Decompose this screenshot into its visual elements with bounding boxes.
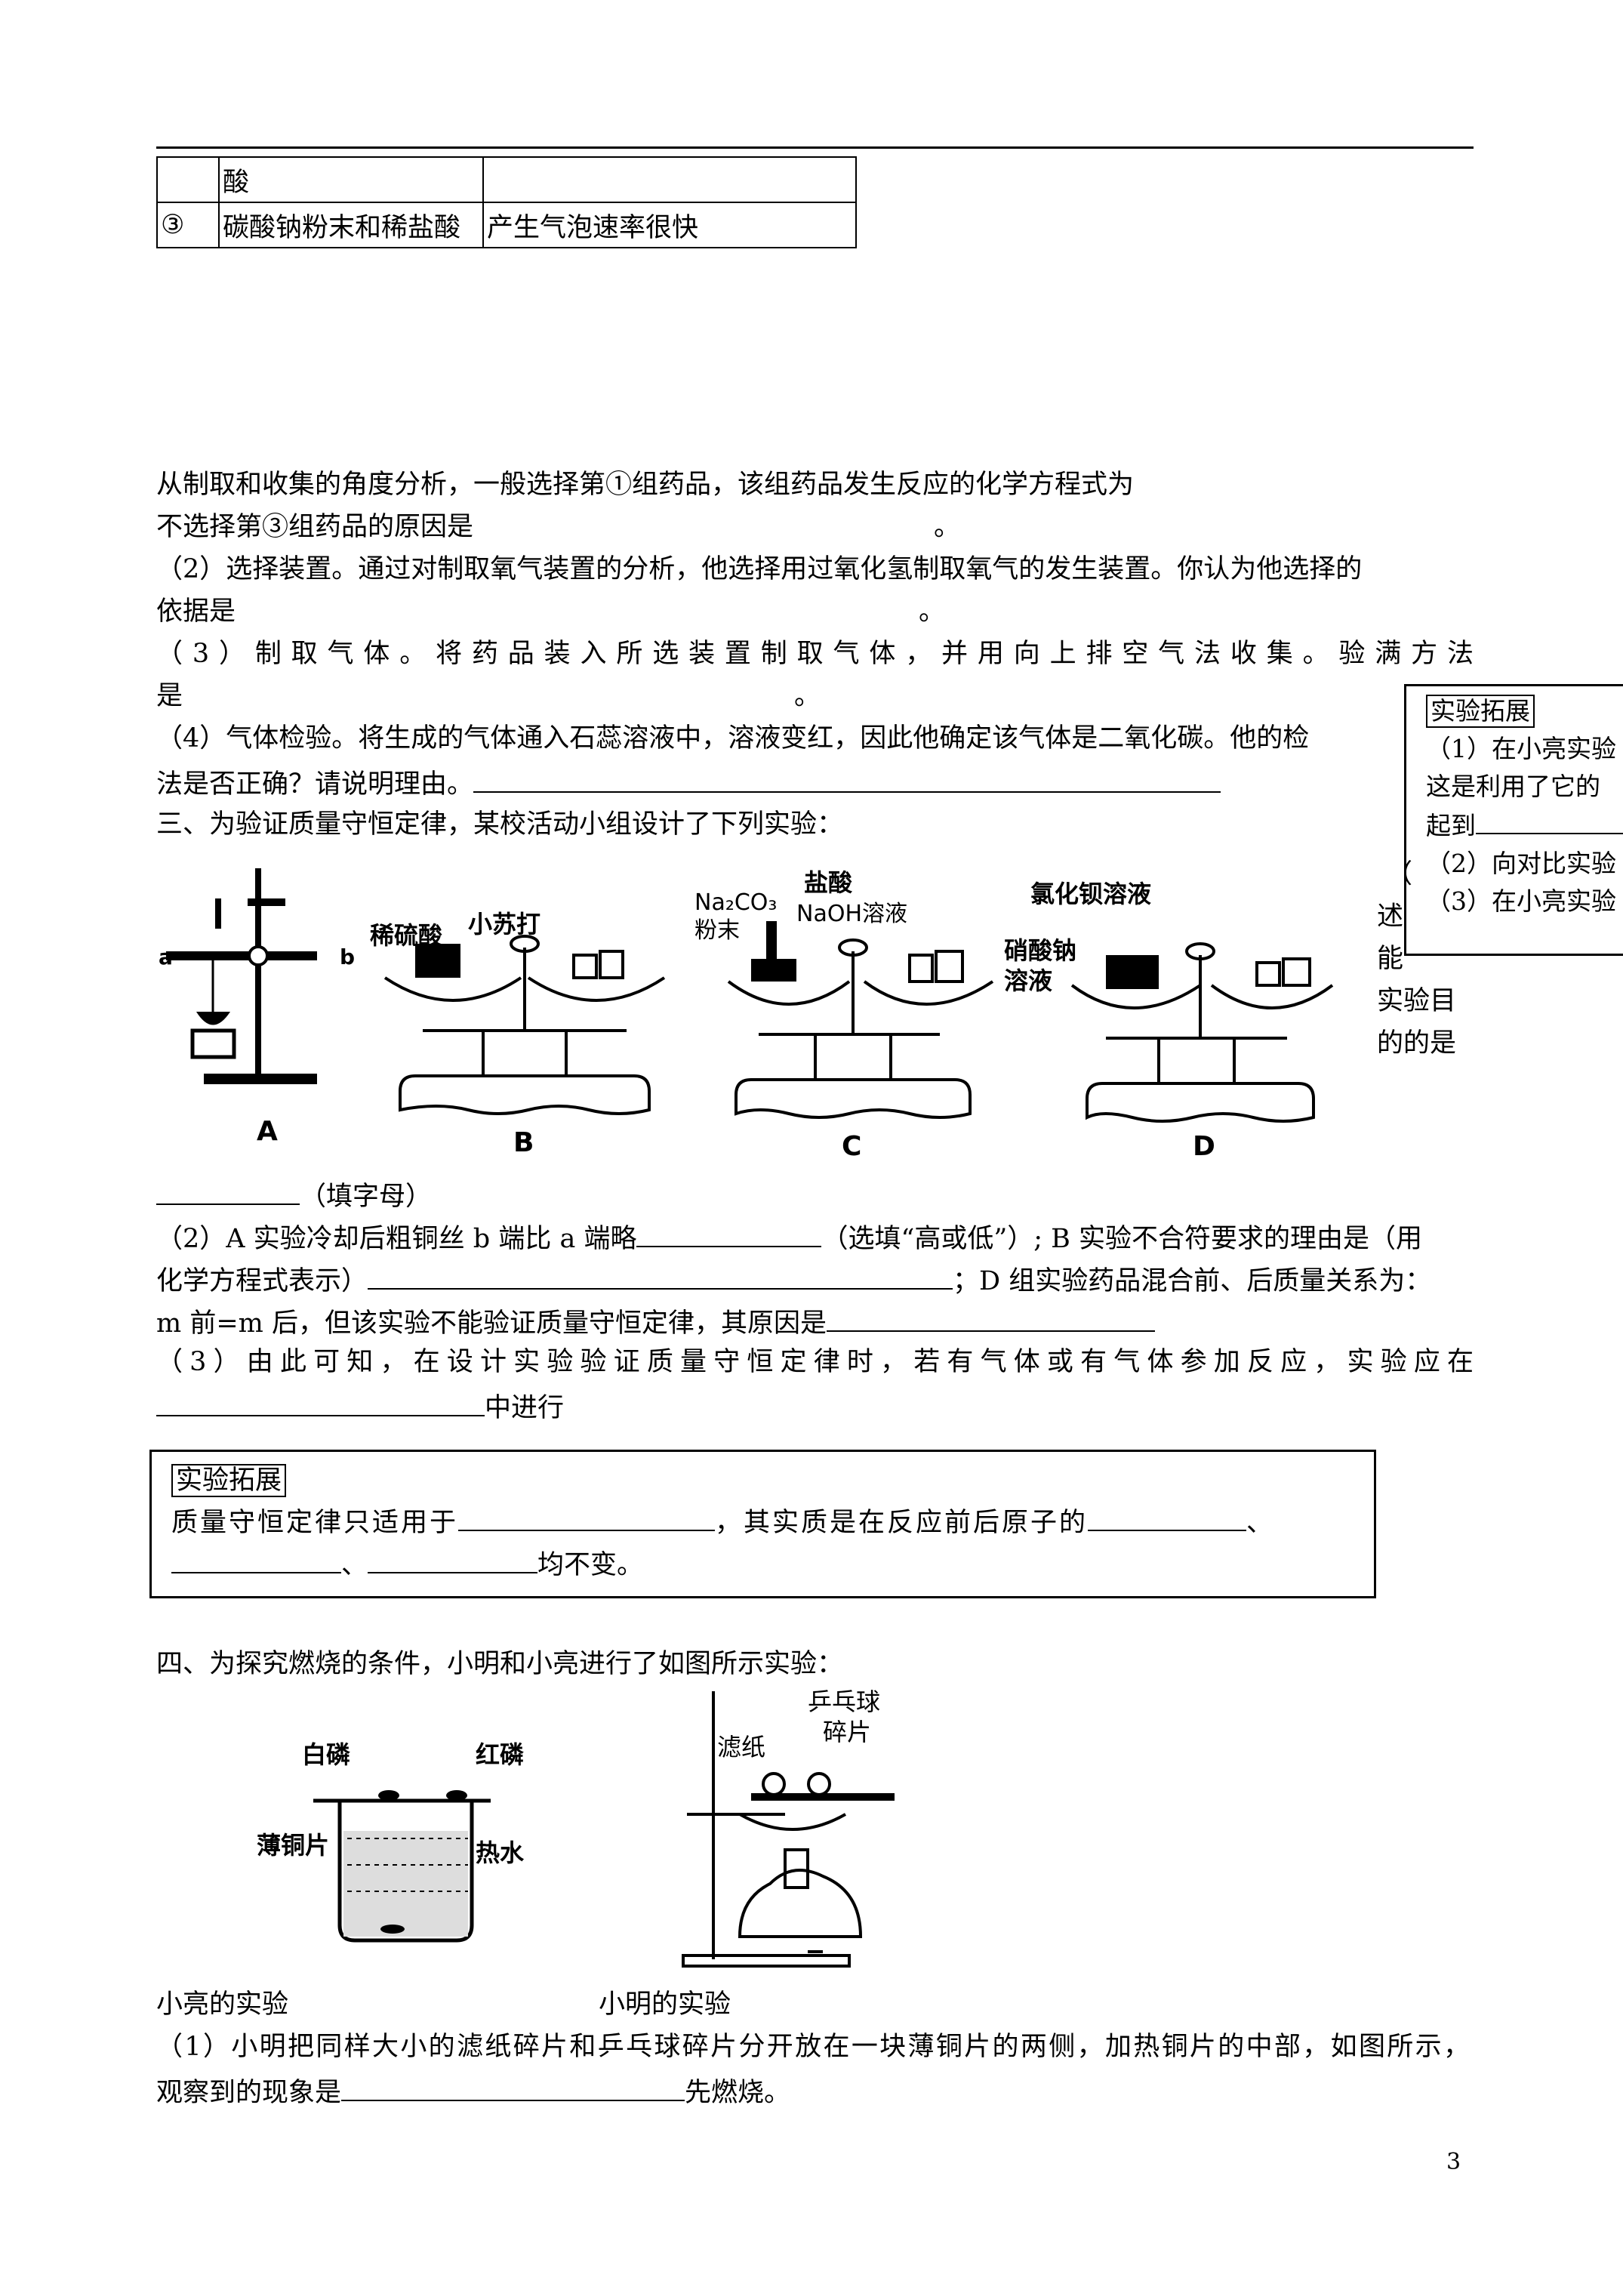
- fig-label: 小苏打: [468, 910, 540, 938]
- caption: 小明的实验: [599, 1989, 731, 2020]
- fig-label: 乒乓球: [808, 1687, 880, 1716]
- answer-blank[interactable]: [368, 1261, 953, 1290]
- figure-c: Na₂CO₃ 粉末 盐酸 NaOH溶液 C: [694, 868, 994, 1162]
- answer-blank[interactable]: [1088, 1502, 1247, 1531]
- table-cell: ③: [156, 202, 220, 248]
- text-line: 不选择第③组药品的原因是。: [156, 512, 961, 542]
- box-title: 实验拓展: [1426, 695, 1535, 728]
- box-line: 起到: [1426, 811, 1476, 840]
- figure-beaker: 白磷 红磷 薄铜片 热水: [257, 1740, 525, 1943]
- label-a: a: [159, 945, 173, 969]
- answer-blank[interactable]: [341, 2073, 685, 2101]
- figure-stand: 滤纸 乒乓球 碎片: [682, 1687, 895, 1968]
- side-expand-box: 实验拓展 （1）在小亮实验 这是利用了它的 起到 （2）向对比实验 （3）在小亮…: [1404, 684, 1623, 956]
- fig-label: 盐酸: [804, 868, 853, 897]
- box-line: （1）在小亮实验: [1426, 734, 1616, 763]
- header-rule: [156, 146, 1474, 149]
- page-number: 3: [1446, 2149, 1461, 2175]
- fig-label: 溶液: [1004, 966, 1052, 995]
- side-text: （ 述 能 实验目 的的是: [1377, 859, 1457, 1059]
- text-line: （3）制取气体。将药品装入所选装置制取气体，并用向上排空气法收集。验满方法: [156, 639, 1474, 669]
- fig-label: 红磷: [476, 1740, 524, 1769]
- section-title: 四、为探究燃烧的条件，小明和小亮进行了如图所示实验：: [156, 1649, 844, 1679]
- text-line: （填字母）: [156, 1176, 432, 1213]
- fig-label: 热水: [476, 1838, 525, 1867]
- expand-box: 实验拓展 质量守恒定律只适用于，其实质是在反应前后原子的、 、均不变。: [149, 1450, 1376, 1598]
- figure-a: a b A: [159, 868, 355, 1147]
- figure-label: C: [842, 1131, 861, 1162]
- text-line: 法是否正确？请说明理由。: [156, 764, 1221, 801]
- text-line: （2）A 实验冷却后粗铜丝 b 端比 a 端略（选填“高或低”）; B 实验不合…: [156, 1219, 1422, 1256]
- fig-label: 硝酸钠: [1004, 936, 1076, 965]
- text-line: （3）由此可知，在设计实验验证质量守恒定律时，若有气体或有气体参加反应，实验应在: [156, 1347, 1474, 1377]
- reagent-table: 酸 ③ 碳酸钠粉末和稀盐酸 产生气泡速率很快: [156, 156, 857, 248]
- answer-blank[interactable]: [826, 1303, 1155, 1332]
- answer-blank[interactable]: [1476, 806, 1623, 834]
- fig-label: 薄铜片: [257, 1831, 329, 1860]
- fig-label: 氯化钡溶液: [1030, 880, 1151, 908]
- answer-blank[interactable]: [458, 1502, 716, 1531]
- text-line: 从制取和收集的角度分析，一般选择第①组药品，该组药品发生反应的化学方程式为: [156, 470, 1135, 500]
- figure-label: B: [513, 1127, 534, 1158]
- box-line: （2）向对比实验: [1426, 849, 1616, 878]
- label-b: b: [340, 945, 355, 969]
- fig-label: 白磷: [302, 1740, 350, 1769]
- caption: 小亮的实验: [156, 1989, 289, 2020]
- table-cell: [482, 156, 857, 203]
- figure-d: 氯化钡溶液 硝酸钠 溶液 D: [1004, 880, 1334, 1162]
- answer-blank[interactable]: [156, 1176, 300, 1205]
- table-row: 酸: [156, 156, 857, 203]
- text-line: （1）小明把同样大小的滤纸碎片和乒乓球碎片分开放在一块薄铜片的两侧，加热铜片的中…: [156, 2032, 1470, 2062]
- fig-label: 粉末: [694, 917, 740, 944]
- text-line: 观察到的现象是先燃烧。: [156, 2073, 790, 2110]
- fig-label: Na₂CO₃: [694, 889, 777, 916]
- fig-label: 滤纸: [717, 1733, 765, 1761]
- figure-b: 稀硫酸 小苏打 B: [370, 910, 666, 1158]
- answer-blank[interactable]: [171, 1545, 341, 1573]
- table-row: ③ 碳酸钠粉末和稀盐酸 产生气泡速率很快: [156, 202, 857, 248]
- text-line: （4）气体检验。将生成的气体通入石蕊溶液中，溶液变红，因此他确定该气体是二氧化碳…: [156, 723, 1310, 754]
- answer-blank[interactable]: [473, 764, 1221, 793]
- text-line: （2）选择装置。通过对制取氧气装置的分析，他选择用过氧化氢制取氧气的发生装置。你…: [156, 554, 1363, 584]
- text-line: 化学方程式表示）；D 组实验药品混合前、后质量关系为：: [156, 1261, 1431, 1298]
- fig-label: 稀硫酸: [370, 921, 443, 950]
- text-line: 中进行: [156, 1388, 564, 1425]
- table-cell: [156, 156, 220, 203]
- section-title: 三、为验证质量守恒定律，某校活动小组设计了下列实验：: [156, 809, 844, 840]
- answer-blank[interactable]: [636, 1219, 822, 1247]
- figure-label: D: [1193, 1131, 1215, 1162]
- table-cell: 碳酸钠粉末和稀盐酸: [218, 202, 484, 248]
- fig-label: NaOH溶液: [796, 901, 907, 927]
- box-line: 这是利用了它的: [1426, 772, 1600, 801]
- box-title: 实验拓展: [171, 1464, 287, 1497]
- text-line: 依据是。: [156, 596, 946, 627]
- fig-label: 碎片: [823, 1718, 871, 1746]
- figure-label: A: [257, 1116, 278, 1147]
- text-line: 是。: [156, 681, 821, 711]
- text-line: m 前=m 后，但该实验不能验证质量守恒定律，其原因是: [156, 1303, 1155, 1340]
- table-cell: 产生气泡速率很快: [482, 202, 857, 248]
- answer-blank[interactable]: [368, 1545, 538, 1573]
- table-cell: 酸: [218, 156, 484, 203]
- box-line: （3）在小亮实验: [1426, 886, 1616, 916]
- answer-blank[interactable]: [156, 1388, 485, 1416]
